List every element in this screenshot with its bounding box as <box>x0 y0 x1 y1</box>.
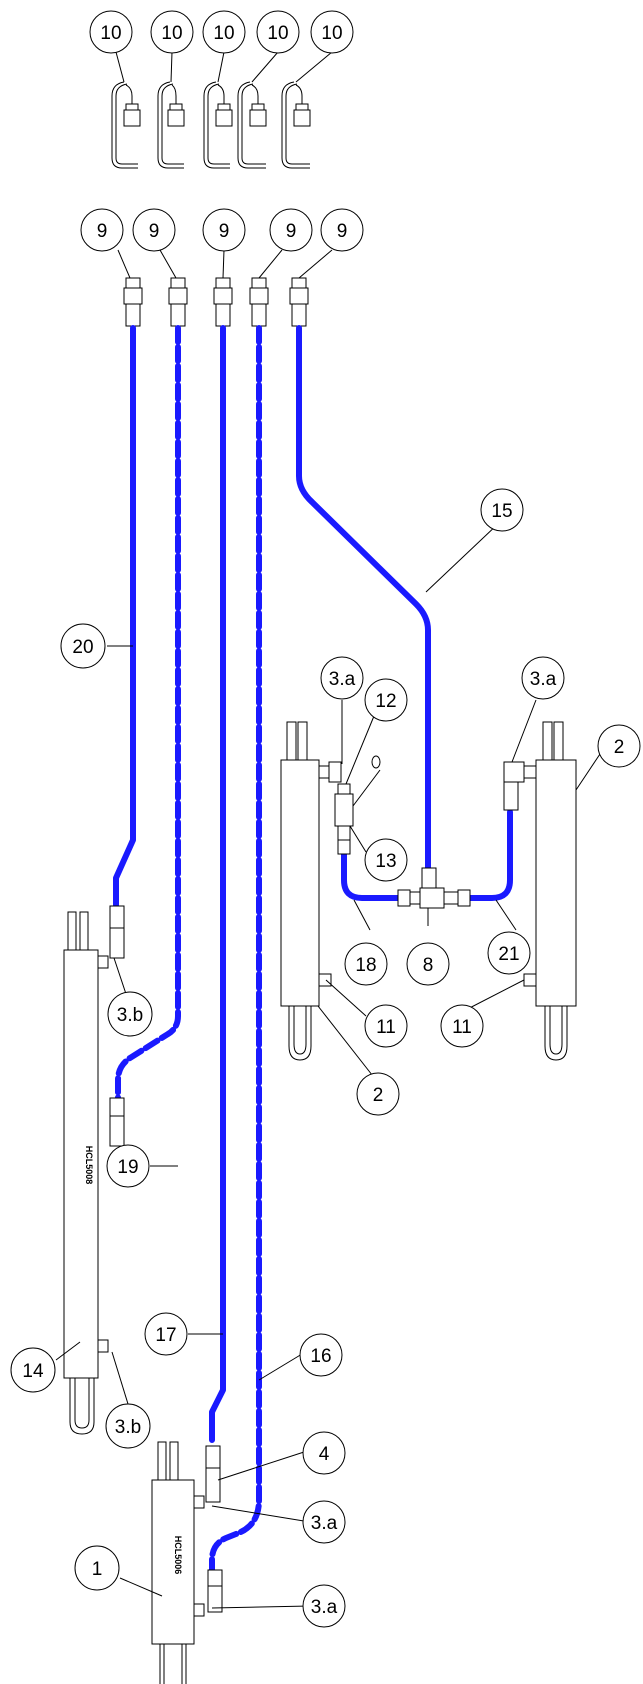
leader-lines <box>55 51 601 1609</box>
svg-text:9: 9 <box>337 221 348 242</box>
fitting-9-e <box>289 277 309 327</box>
hose-16 <box>209 325 262 1573</box>
callouts: 10 10 10 10 10 9 9 9 9 9 20 15 3.a 12 3.… <box>10 10 641 1628</box>
svg-text:14: 14 <box>22 1361 44 1382</box>
callout-2-top: 2 <box>597 724 641 768</box>
callout-17: 17 <box>144 1312 188 1356</box>
tee-fitting-8 <box>397 867 471 909</box>
fitting-9-b <box>168 277 188 327</box>
fitting-10-c <box>203 81 233 169</box>
svg-text:3.a: 3.a <box>329 669 356 690</box>
hose-15 <box>296 325 431 893</box>
svg-text:4: 4 <box>319 1444 330 1465</box>
svg-text:8: 8 <box>423 955 434 976</box>
callout-3b-top: 3.b <box>107 991 153 1037</box>
fitting-9-c <box>213 277 233 327</box>
svg-text:9: 9 <box>149 221 160 242</box>
callout-19: 19 <box>106 1144 150 1188</box>
svg-text:11: 11 <box>452 1017 472 1038</box>
svg-text:1: 1 <box>92 1559 103 1580</box>
svg-text:10: 10 <box>321 23 342 44</box>
fitting-10-a <box>111 81 141 169</box>
callout-20: 20 <box>60 623 106 669</box>
callout-11-left: 11 <box>364 1004 408 1048</box>
callout-3a-2: 3.a <box>521 656 565 700</box>
right-assembly <box>280 721 577 1061</box>
tank-14-part-label: HCL5008 <box>84 1146 94 1185</box>
callout-10-c: 10 <box>202 10 246 54</box>
callout-9-d: 9 <box>269 208 313 252</box>
svg-text:2: 2 <box>373 1085 384 1106</box>
svg-text:3.b: 3.b <box>115 1417 141 1438</box>
hose-17 <box>209 325 226 1443</box>
callout-2-bottom: 2 <box>356 1072 400 1116</box>
svg-text:15: 15 <box>491 501 512 522</box>
callout-3a-3: 3.a <box>302 1500 346 1544</box>
fitting-9-a <box>123 277 143 327</box>
svg-text:2: 2 <box>614 737 625 758</box>
hose-19 <box>115 325 181 1101</box>
callout-18: 18 <box>344 942 388 986</box>
callout-10-a: 10 <box>89 10 133 54</box>
valve-12-13 <box>334 755 381 855</box>
svg-text:10: 10 <box>267 23 288 44</box>
callout-9-b: 9 <box>132 208 176 252</box>
svg-text:13: 13 <box>375 851 396 872</box>
callout-14: 14 <box>10 1347 56 1393</box>
fitting-10-d <box>237 81 267 169</box>
fittings-row-9 <box>123 277 309 327</box>
tank-14: HCL5008 <box>63 905 125 1435</box>
svg-text:3.a: 3.a <box>530 669 557 690</box>
tank-2-left <box>280 721 342 1061</box>
fitting-9-d <box>249 277 269 327</box>
svg-text:10: 10 <box>100 23 121 44</box>
callout-10-e: 10 <box>310 10 354 54</box>
svg-text:17: 17 <box>155 1325 176 1346</box>
callout-13: 13 <box>364 838 408 882</box>
callout-10-b: 10 <box>150 10 194 54</box>
hose-18 <box>341 849 401 901</box>
svg-text:9: 9 <box>97 221 108 242</box>
svg-text:3.a: 3.a <box>311 1513 338 1534</box>
tank-1: HCL5006 <box>151 1441 223 1684</box>
tank-1-part-label: HCL5006 <box>173 1536 183 1575</box>
svg-text:21: 21 <box>498 944 519 965</box>
callout-4: 4 <box>302 1431 346 1475</box>
svg-text:9: 9 <box>286 221 297 242</box>
svg-text:19: 19 <box>117 1157 138 1178</box>
callout-9-e: 9 <box>320 208 364 252</box>
callout-3a-4: 3.a <box>302 1584 346 1628</box>
callout-16: 16 <box>299 1333 343 1377</box>
svg-text:9: 9 <box>219 221 230 242</box>
svg-text:12: 12 <box>375 691 396 712</box>
fitting-10-b <box>157 81 185 169</box>
callout-15: 15 <box>480 488 524 532</box>
callout-3b-bottom: 3.b <box>105 1403 151 1449</box>
callout-1: 1 <box>74 1545 120 1591</box>
callout-3a-1: 3.a <box>320 656 364 700</box>
hose-21 <box>467 809 513 901</box>
svg-text:11: 11 <box>376 1017 396 1038</box>
svg-text:3.b: 3.b <box>117 1005 143 1026</box>
fittings-row-10 <box>111 81 311 169</box>
svg-text:16: 16 <box>310 1346 331 1367</box>
callout-10-d: 10 <box>256 10 300 54</box>
svg-text:18: 18 <box>355 955 376 976</box>
callout-9-c: 9 <box>202 208 246 252</box>
callout-11-right: 11 <box>440 1004 484 1048</box>
callout-9-a: 9 <box>80 208 124 252</box>
fitting-10-e <box>281 81 311 169</box>
tank-2-right <box>503 721 577 1061</box>
svg-text:3.a: 3.a <box>311 1597 338 1618</box>
hose-20 <box>113 325 136 908</box>
svg-text:20: 20 <box>72 637 93 658</box>
callout-8: 8 <box>406 942 450 986</box>
hoses <box>113 325 513 1573</box>
svg-text:10: 10 <box>161 23 182 44</box>
callout-21: 21 <box>487 931 531 975</box>
svg-text:10: 10 <box>213 23 234 44</box>
callout-12: 12 <box>364 678 408 722</box>
